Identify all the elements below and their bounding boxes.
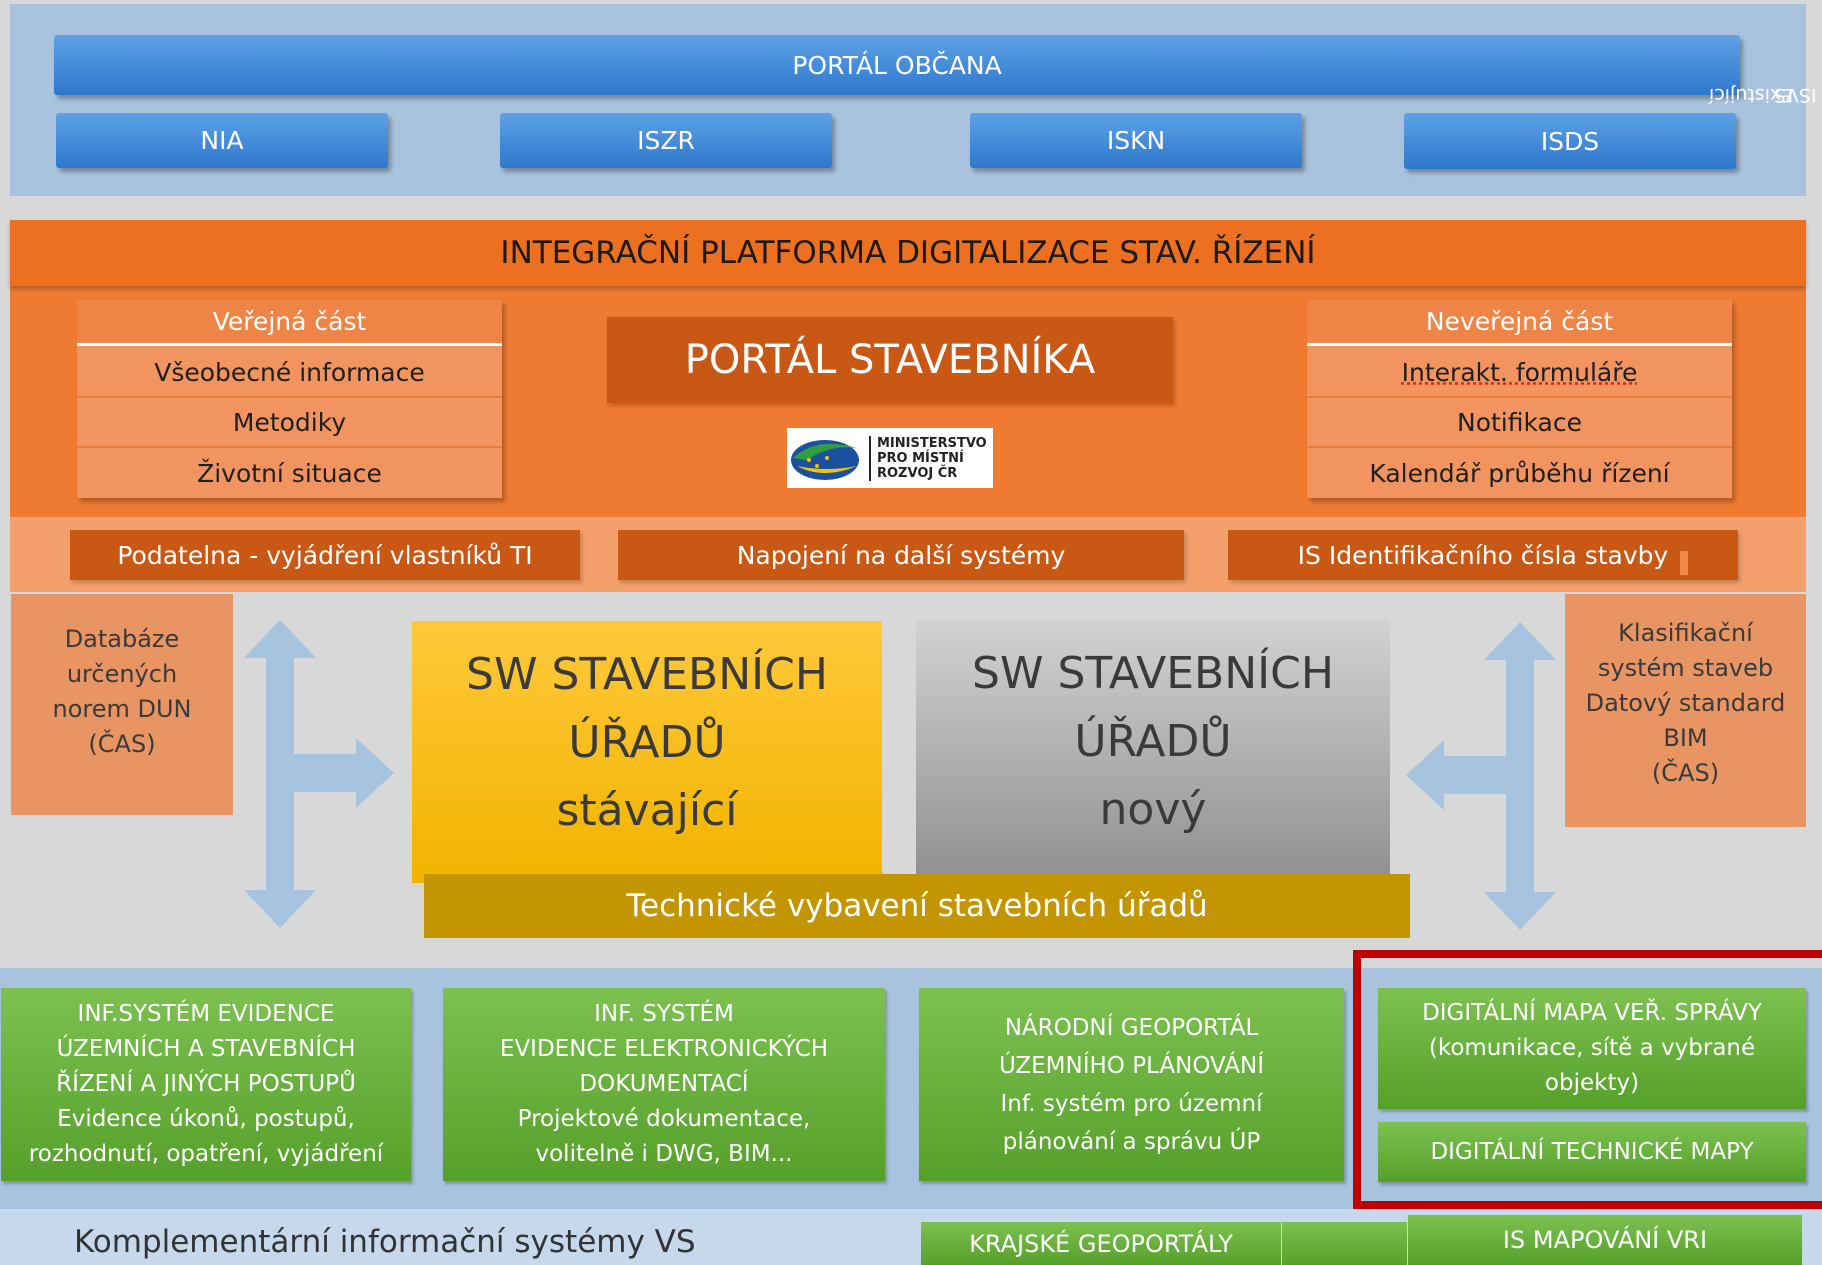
- classification-line1: Klasifikační: [1618, 619, 1753, 647]
- digital-technical-maps: DIGITÁLNÍ TECHNICKÉ MAPY: [1378, 1122, 1806, 1182]
- norms-database-box: Databáze určených norem DUN (ČAS): [11, 594, 233, 815]
- box4-line1: DIGITÁLNÍ MAPA VEŘ. SPRÁVY: [1422, 1000, 1762, 1026]
- land-building-proceedings-system: INF.SYSTÉM EVIDENCE ÚZEMNÍCH A STAVEBNÍC…: [1, 988, 411, 1181]
- regional-geoportals-label: KRAJSKÉ GEOPORTÁLY: [969, 1229, 1233, 1258]
- green-spacer-tab: [1282, 1222, 1407, 1265]
- system-isds: ISDS: [1404, 113, 1736, 169]
- sw-current-line3: stávající: [556, 785, 738, 836]
- system-nia: NIA: [56, 113, 388, 168]
- sw-current-line1: SW STAVEBNÍCH: [466, 649, 828, 700]
- system-iszr-label: ISZR: [637, 126, 695, 155]
- box5-label: DIGITÁLNÍ TECHNICKÉ MAPY: [1430, 1138, 1754, 1165]
- norms-db-line3: norem DUN: [52, 695, 192, 723]
- public-part-title: Veřejná část: [77, 300, 502, 346]
- classification-line3: Datový standard: [1585, 689, 1786, 717]
- classification-line2: systém staveb: [1597, 654, 1774, 682]
- sw-offices-current: SW STAVEBNÍCH ÚŘADŮ stávající: [412, 621, 882, 883]
- norms-db-line2: určených: [66, 660, 178, 688]
- service-building-id: IS Identifikačního čísla stavby: [1228, 530, 1738, 580]
- service-connections: Napojení na další systémy: [618, 530, 1184, 580]
- box1-line5: rozhodnutí, opatření, vyjádření: [28, 1141, 384, 1167]
- portal-builder-label: PORTÁL STAVEBNÍKA: [684, 337, 1096, 383]
- classification-line5: (ČAS): [1651, 759, 1720, 787]
- highlight-frame: [1353, 950, 1822, 1209]
- public-item-general-info: Všeobecné informace: [77, 348, 502, 398]
- service-filing-office-label: Podatelna - vyjádření vlastníků TI: [117, 540, 533, 570]
- box2-line5: volitelně i DWG, BIM...: [535, 1141, 793, 1167]
- nonpublic-part-title: Neveřejná část: [1307, 300, 1732, 346]
- nonpublic-item-calendar: Kalendář průběhu řízení: [1369, 458, 1670, 488]
- box2-line2: EVIDENCE ELEKTRONICKÝCH: [499, 1036, 829, 1062]
- nonpublic-item-forms-label: Interakt. formuláře: [1401, 357, 1638, 387]
- norms-db-line4: (ČAS): [88, 730, 156, 758]
- box3-line3: Inf. systém pro územní: [1000, 1090, 1263, 1117]
- box2-line3: DOKUMENTACÍ: [579, 1071, 749, 1097]
- public-part-panel: Veřejná část Všeobecné informace Metodik…: [77, 300, 502, 498]
- is-mapping-vri-tab: IS MAPOVÁNÍ VRI: [1408, 1215, 1802, 1265]
- ministry-logo-text: MINISTERSTVO PRO MÍSTNÍ ROZVOJ ČR: [869, 435, 987, 481]
- box3-line2: ÚZEMNÍHO PLÁNOVÁNÍ: [998, 1052, 1265, 1079]
- box2-line1: INF. SYSTÉM: [594, 1001, 734, 1027]
- box4-line2: (komunikace, sítě a vybrané: [1428, 1035, 1756, 1061]
- technical-equipment-bar: Technické vybavení stavebních úřadů: [424, 874, 1410, 938]
- nonpublic-part-panel: Neveřejná část Interakt. formuláře Notif…: [1307, 300, 1732, 498]
- public-item-methodologies: Metodiky: [77, 398, 502, 448]
- nonpublic-item-forms: Interakt. formuláře: [1307, 348, 1732, 398]
- system-nia-label: NIA: [200, 126, 244, 155]
- box4-line3: objekty): [1544, 1070, 1640, 1096]
- ministry-logo: MINISTERSTVO PRO MÍSTNÍ ROZVOJ ČR: [787, 428, 993, 488]
- box3-line1: NÁRODNÍ GEOPORTÁL: [1004, 1014, 1259, 1041]
- platform-title: INTEGRAČNÍ PLATFORMA DIGITALIZACE STAV. …: [500, 235, 1316, 271]
- service-filing-office: Podatelna - vyjádření vlastníků TI: [70, 530, 580, 580]
- portal-citizen-label: PORTÁL OBČANA: [792, 50, 1002, 80]
- existing-isvs-line2: ISVS: [1773, 84, 1817, 106]
- classification-system-box: Klasifikační systém staveb Datový standa…: [1565, 594, 1806, 827]
- digital-public-map: DIGITÁLNÍ MAPA VEŘ. SPRÁVY (komunikace, …: [1378, 988, 1806, 1109]
- system-iskn-label: ISKN: [1106, 126, 1166, 155]
- system-iskn: ISKN: [970, 113, 1302, 168]
- public-item-life-situations: Životní situace: [197, 458, 382, 488]
- system-iszr: ISZR: [500, 113, 832, 168]
- box1-line2: ÚZEMNÍCH A STAVEBNÍCH: [56, 1036, 356, 1062]
- sw-offices-new: SW STAVEBNÍCH ÚŘADŮ nový: [916, 620, 1390, 884]
- norms-db-line1: Databáze: [64, 625, 180, 653]
- portal-builder-box: PORTÁL STAVEBNÍKA: [607, 317, 1173, 403]
- strip-marker: [1680, 551, 1688, 575]
- sw-new-line2: ÚŘADŮ: [1074, 716, 1232, 767]
- box1-line1: INF.SYSTÉM EVIDENCE: [77, 1001, 335, 1027]
- portal-citizen-bar: PORTÁL OBČANA: [54, 35, 1740, 95]
- sw-current-line2: ÚŘADŮ: [568, 717, 726, 768]
- complementary-systems-title: Komplementární informační systémy VS: [74, 1224, 696, 1260]
- nonpublic-item-notifications: Notifikace: [1307, 398, 1732, 448]
- service-building-id-label: IS Identifikačního čísla stavby: [1297, 540, 1669, 570]
- technical-equipment-label: Technické vybavení stavebních úřadů: [626, 888, 1208, 924]
- electronic-documentation-system: INF. SYSTÉM EVIDENCE ELEKTRONICKÝCH DOKU…: [443, 988, 885, 1181]
- sw-new-line3: nový: [1099, 784, 1207, 835]
- right-connector-arrow-icon: [1406, 622, 1556, 930]
- sw-new-line1: SW STAVEBNÍCH: [972, 648, 1334, 699]
- national-geoportal: NÁRODNÍ GEOPORTÁL ÚZEMNÍHO PLÁNOVÁNÍ Inf…: [919, 988, 1344, 1181]
- service-connections-label: Napojení na další systémy: [736, 540, 1066, 570]
- regional-geoportals-tab: KRAJSKÉ GEOPORTÁLY: [921, 1222, 1281, 1265]
- classification-line4: BIM: [1663, 724, 1708, 752]
- box3-line4: plánování a správu ÚP: [1002, 1128, 1261, 1155]
- box1-line3: ŘÍZENÍ A JINÝCH POSTUPŮ: [56, 1071, 356, 1097]
- box1-line4: Evidence úkonů, postupů,: [57, 1106, 355, 1132]
- system-isds-label: ISDS: [1540, 126, 1600, 156]
- ministry-emblem-icon: [791, 440, 859, 480]
- is-mapping-vri-label: IS MAPOVÁNÍ VRI: [1502, 1226, 1708, 1254]
- platform-title-bar: INTEGRAČNÍ PLATFORMA DIGITALIZACE STAV. …: [10, 220, 1806, 286]
- box2-line4: Projektové dokumentace,: [517, 1106, 811, 1132]
- left-connector-arrow-icon: [244, 620, 394, 928]
